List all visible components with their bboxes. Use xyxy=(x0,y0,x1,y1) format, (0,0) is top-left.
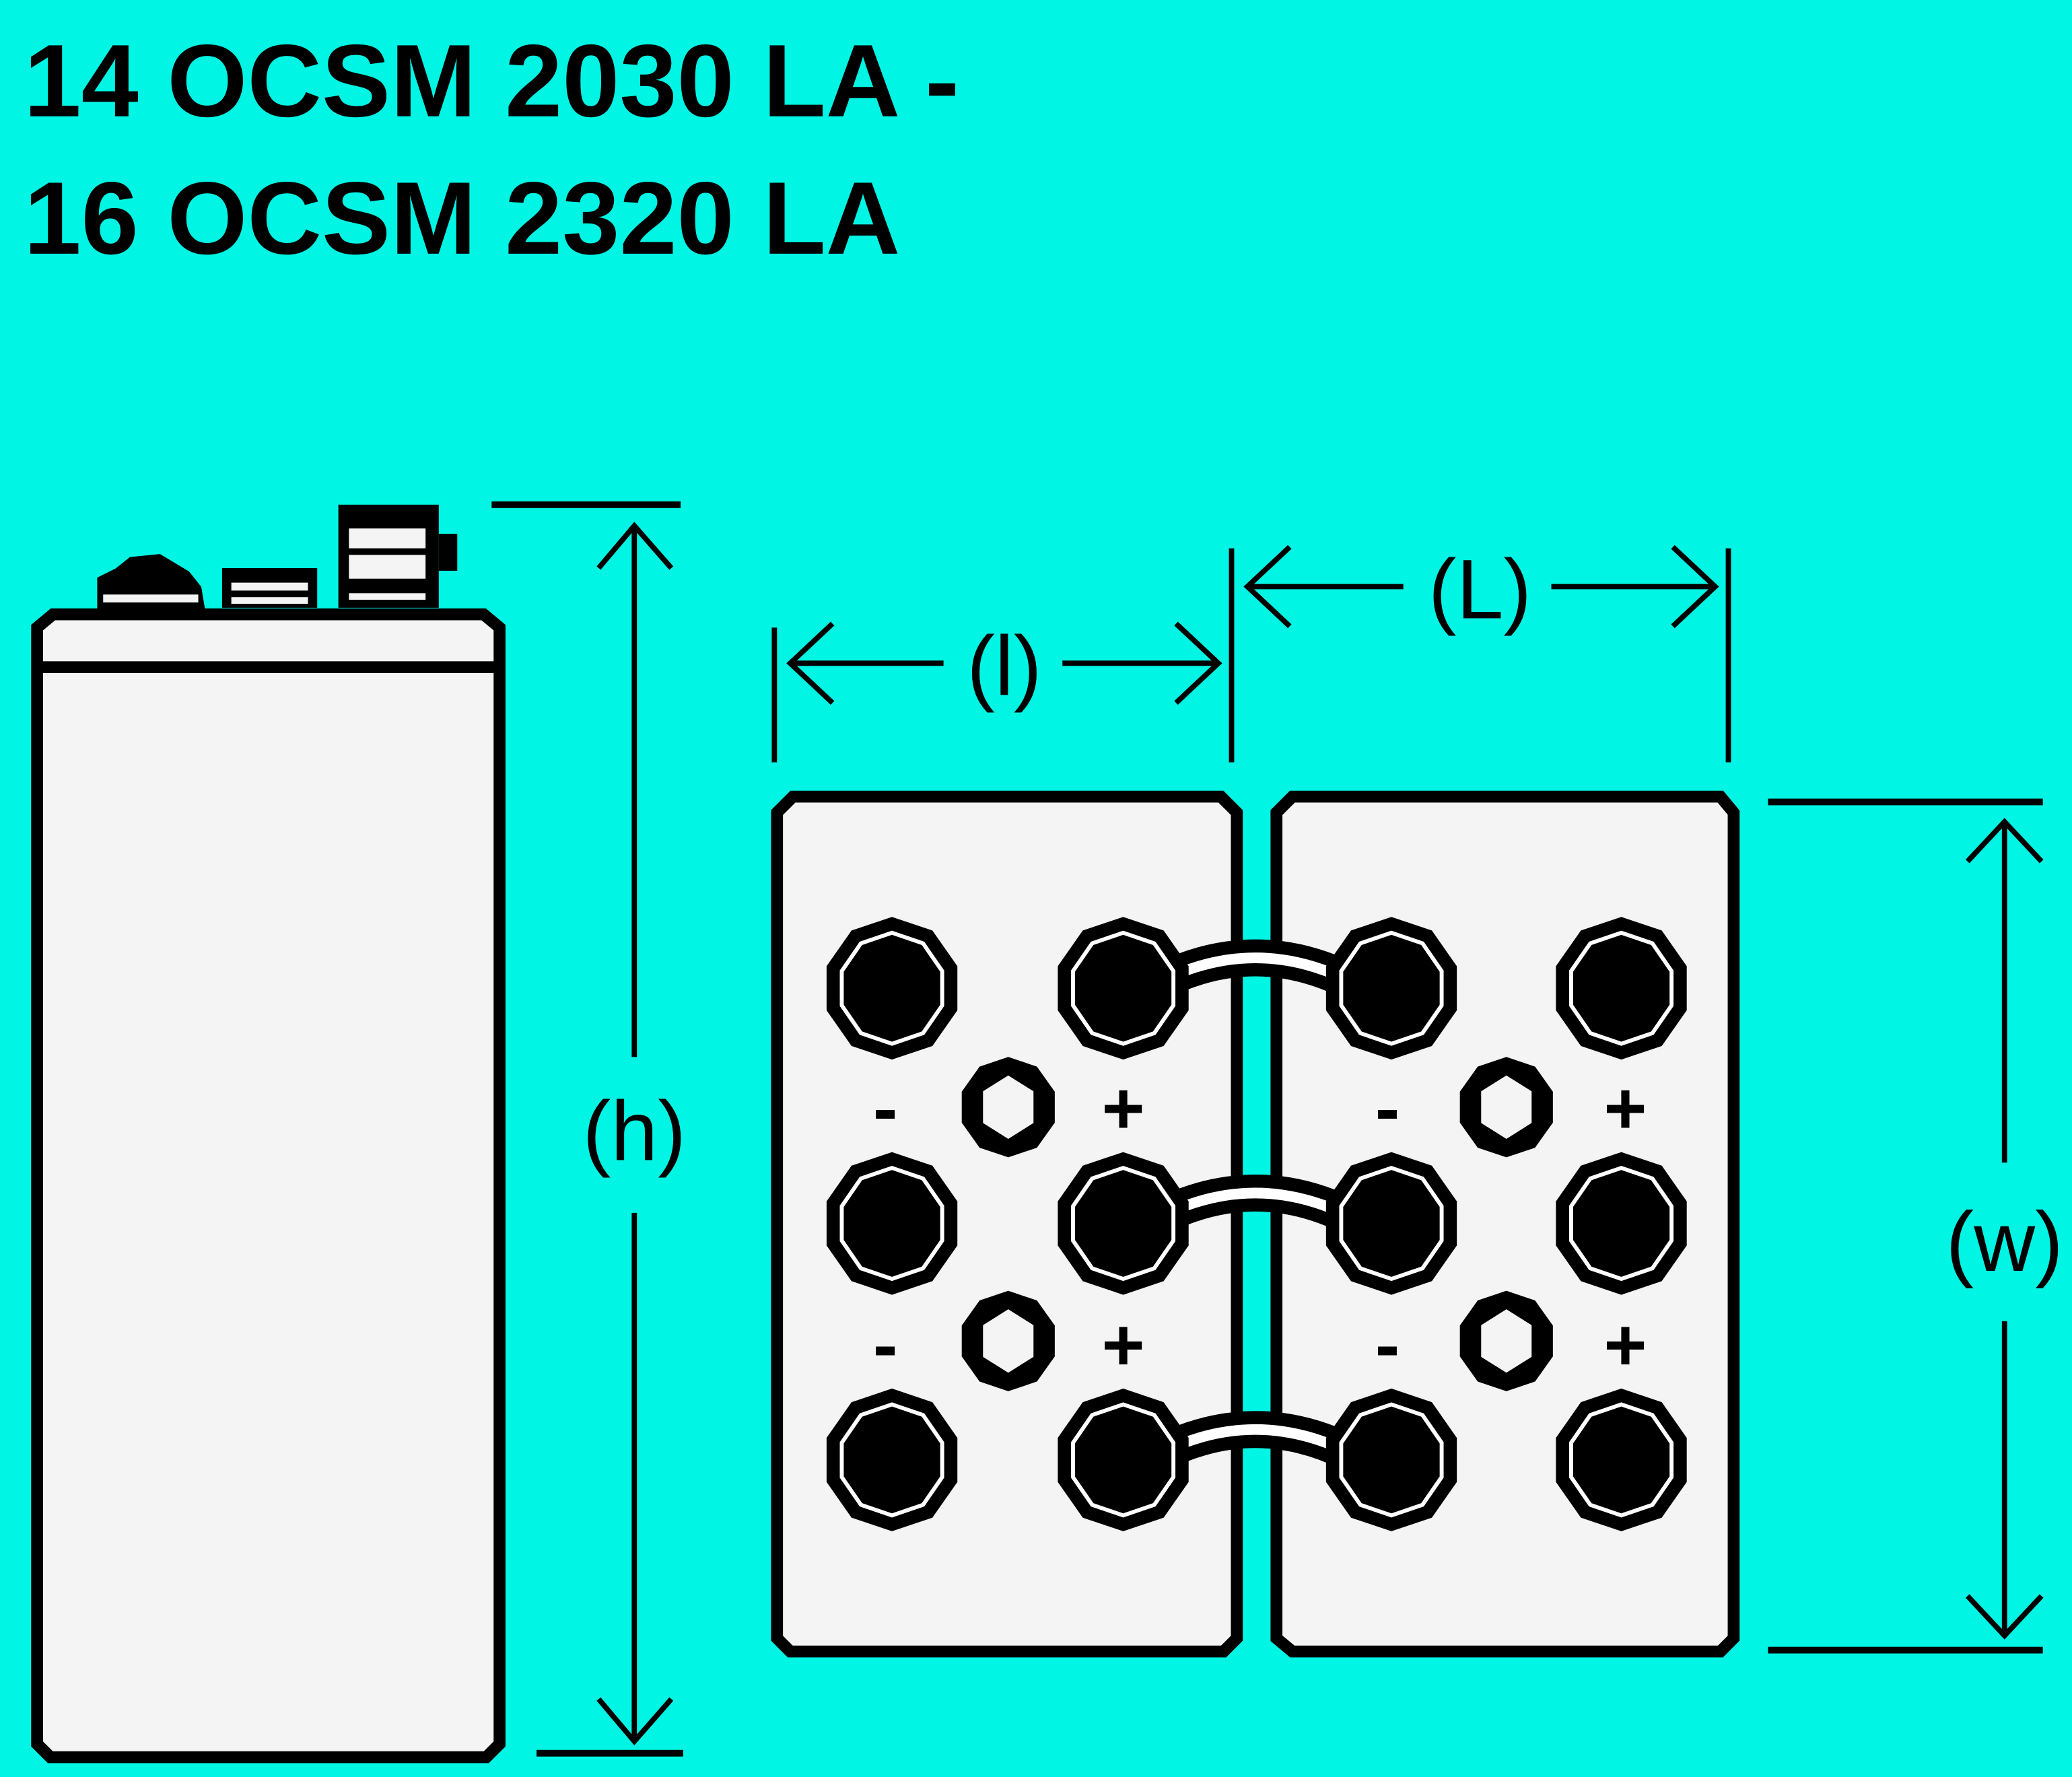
terminal-pole xyxy=(1556,1388,1687,1531)
positive-sign: + xyxy=(1603,1304,1647,1386)
terminal-pole xyxy=(826,1388,958,1531)
terminal-pole xyxy=(826,1152,958,1295)
battery-body xyxy=(31,608,506,1764)
terminal-ring xyxy=(839,1166,944,1282)
terminal-pole xyxy=(1556,1152,1687,1295)
polarity-signs: - + - + - + - + xyxy=(873,1068,1647,1386)
terminal-pole xyxy=(1325,1152,1457,1295)
vent-opening xyxy=(983,1075,1034,1139)
width-dimension xyxy=(1768,798,2044,1654)
height-dimension xyxy=(491,501,683,1757)
battery-side-view xyxy=(31,504,506,1764)
terminal-pole xyxy=(1325,917,1457,1060)
positive-sign: + xyxy=(1101,1304,1144,1386)
terminal-ring xyxy=(1569,1166,1674,1282)
terminal-pole xyxy=(1556,917,1687,1060)
terminal-ring xyxy=(1071,1402,1176,1518)
vent-opening xyxy=(983,1309,1034,1373)
height-label: (h) xyxy=(583,1083,687,1178)
positive-sign: + xyxy=(1101,1068,1144,1150)
terminal-ring xyxy=(1339,1166,1444,1282)
negative-sign: - xyxy=(1375,1304,1400,1386)
terminal-ring xyxy=(1569,1402,1674,1518)
total-length-dimension xyxy=(1229,545,1731,763)
terminal-ring xyxy=(1339,1402,1444,1518)
negative-sign: - xyxy=(873,1068,898,1150)
terminal-pole xyxy=(1325,1388,1457,1531)
terminal-ring xyxy=(839,930,944,1046)
width-label: (w) xyxy=(1946,1194,2063,1289)
terminal-ring xyxy=(839,1402,944,1518)
title-line-1: 14 OCSM 2030 LA - xyxy=(24,24,959,139)
terminal-pole xyxy=(1058,1388,1189,1531)
vent-opening xyxy=(1481,1075,1532,1139)
terminal-ring xyxy=(1339,930,1444,1046)
positive-sign: + xyxy=(1603,1068,1647,1150)
negative-sign: - xyxy=(873,1304,898,1386)
terminal-pole xyxy=(826,917,958,1060)
terminal-ring xyxy=(1071,930,1176,1046)
vent-plugs xyxy=(961,1057,1553,1391)
cell-length-label: (l) xyxy=(967,618,1042,713)
total-length-label: (L) xyxy=(1428,542,1532,637)
vent-opening xyxy=(1481,1309,1532,1373)
title-line-2: 16 OCSM 2320 LA xyxy=(24,161,900,276)
negative-sign: - xyxy=(1375,1068,1400,1150)
terminal-pole xyxy=(1058,1152,1189,1295)
terminal-ring xyxy=(1071,1166,1176,1282)
cell-length-dimension xyxy=(771,621,1222,763)
terminal-pole xyxy=(1058,917,1189,1060)
terminal-ring xyxy=(1569,930,1674,1046)
terminals xyxy=(826,917,1687,1531)
